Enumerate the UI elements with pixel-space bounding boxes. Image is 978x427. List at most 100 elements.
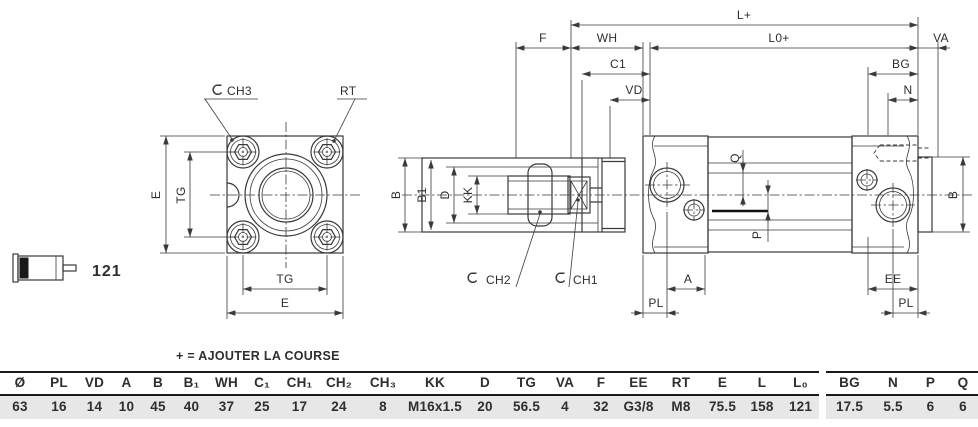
col-header: F bbox=[596, 375, 606, 390]
cell-value: 5.5 bbox=[883, 399, 903, 414]
col-header: B bbox=[153, 375, 163, 390]
cell-value: 20 bbox=[477, 399, 493, 414]
cell-value: 40 bbox=[183, 399, 200, 414]
dim-label-l0-plus: L0+ bbox=[768, 31, 789, 45]
dim-label-f: F bbox=[539, 31, 547, 45]
cell-value: 63 bbox=[12, 399, 28, 414]
cell-value: 17.5 bbox=[835, 399, 864, 414]
stroke-note: + = AJOUTER LA COURSE bbox=[176, 349, 340, 363]
cell-value: 56.5 bbox=[512, 399, 541, 414]
dim-label-pl-left: PL bbox=[648, 296, 663, 310]
dim-label-b-left: B bbox=[389, 191, 403, 199]
dim-label-kk: KK bbox=[461, 187, 475, 204]
cell-value: 6 bbox=[959, 399, 967, 414]
dim-label-l-plus: L+ bbox=[737, 8, 751, 22]
dim-label-q: Q bbox=[728, 153, 742, 163]
dim-label-n: N bbox=[904, 83, 913, 97]
cell-value: M8 bbox=[671, 399, 691, 414]
dim-label-ch2: CH2 bbox=[486, 273, 511, 287]
cell-value: 14 bbox=[86, 399, 103, 414]
col-header: A bbox=[121, 375, 132, 390]
col-header: B₁ bbox=[183, 375, 200, 390]
technical-drawing: 121 E TG TG E CH3 bbox=[12, 8, 974, 319]
col-header: D bbox=[480, 375, 490, 390]
cell-value: 45 bbox=[150, 399, 166, 414]
dim-label-tg-left: TG bbox=[174, 186, 188, 203]
col-header: KK bbox=[425, 375, 445, 390]
side-view: B B1 D KK CH2 CH1 L+ F WH L0+ VA C1 VD B bbox=[389, 8, 974, 318]
dim-label-b-right: B bbox=[946, 191, 960, 199]
cell-value: M16x1.5 bbox=[408, 399, 462, 414]
dim-label-p: P bbox=[750, 231, 764, 239]
col-header: BG bbox=[839, 375, 860, 390]
dimension-table-main: Ø PL VD A B B₁ WH C₁ CH₁ CH₂ CH₃ KK D TG… bbox=[0, 371, 819, 419]
dim-label-vd: VD bbox=[625, 83, 642, 97]
col-header: CH₂ bbox=[325, 375, 353, 390]
col-header: C₁ bbox=[254, 375, 270, 390]
dimension-table: Ø PL VD A B B₁ WH C₁ CH₁ CH₂ CH₃ KK D TG… bbox=[0, 371, 978, 419]
dim-label-ee: EE bbox=[885, 272, 902, 286]
dim-label-e-bottom: E bbox=[281, 296, 289, 310]
dimension-table-extra: BG N P Q 17.5 5.5 6 6 bbox=[826, 371, 978, 419]
cell-value: 8 bbox=[379, 399, 387, 414]
front-view: E TG TG E CH3 RT bbox=[149, 84, 367, 319]
cell-value: 10 bbox=[118, 399, 135, 414]
table-value-row: 63 16 14 10 45 40 37 25 17 24 8 M16x1.5 … bbox=[0, 396, 819, 419]
rear-plate bbox=[917, 156, 933, 233]
rear-head bbox=[851, 135, 933, 254]
cell-value: 6 bbox=[926, 399, 935, 414]
col-header: L₀ bbox=[793, 375, 808, 390]
col-header: VD bbox=[84, 375, 105, 390]
cell-value: 37 bbox=[218, 399, 235, 414]
col-header: EE bbox=[629, 375, 648, 390]
col-header: N bbox=[888, 375, 898, 390]
col-header: L bbox=[757, 375, 767, 390]
dim-label-ch1: CH1 bbox=[573, 273, 598, 287]
col-header: VA bbox=[555, 375, 575, 390]
dim-label-e-left: E bbox=[149, 191, 163, 199]
rod-square bbox=[567, 176, 591, 214]
col-header: Q bbox=[957, 375, 969, 390]
dim-label-c1: C1 bbox=[610, 57, 626, 71]
cell-value: 16 bbox=[51, 399, 67, 414]
wrench-icon bbox=[212, 84, 223, 96]
dim-label-b1: B1 bbox=[415, 187, 429, 202]
dim-label-rt: RT bbox=[340, 84, 357, 98]
dim-label-tg-bottom: TG bbox=[276, 272, 293, 286]
table-value-row: 17.5 5.5 6 6 bbox=[826, 396, 978, 419]
rt-thread-hidden bbox=[873, 144, 930, 162]
col-header: P bbox=[925, 375, 936, 390]
cell-value: 24 bbox=[331, 399, 347, 414]
cell-value: G3/8 bbox=[623, 399, 654, 414]
col-header: RT bbox=[671, 375, 691, 390]
col-header: TG bbox=[516, 375, 537, 390]
dim-label-d: D bbox=[438, 190, 452, 199]
dim-label-a: A bbox=[684, 272, 692, 286]
wrench-icon bbox=[467, 272, 478, 284]
cell-value: 32 bbox=[593, 399, 609, 414]
cell-value: 121 bbox=[788, 399, 813, 414]
dim-label-pl-right: PL bbox=[898, 296, 913, 310]
cell-value: 75.5 bbox=[708, 399, 737, 414]
dim-label-va: VA bbox=[933, 31, 949, 45]
product-pictogram: 121 bbox=[12, 253, 122, 283]
cell-value: 25 bbox=[254, 399, 270, 414]
col-header: CH₃ bbox=[369, 375, 397, 390]
product-code: 121 bbox=[92, 263, 122, 280]
cell-value: 17 bbox=[291, 399, 308, 414]
dim-label-ch3: CH3 bbox=[227, 84, 252, 98]
cell-value: 158 bbox=[750, 399, 774, 414]
front-head bbox=[642, 135, 709, 254]
dim-label-bg: BG bbox=[892, 57, 910, 71]
col-header: E bbox=[717, 375, 728, 390]
wrench-icon bbox=[555, 272, 566, 284]
col-header: WH bbox=[215, 375, 238, 390]
flange-outline bbox=[226, 135, 344, 254]
table-header-row: Ø PL VD A B B₁ WH C₁ CH₁ CH₂ CH₃ KK D TG… bbox=[0, 373, 819, 396]
col-header: CH₁ bbox=[286, 375, 313, 390]
col-header: PL bbox=[50, 375, 68, 390]
table-header-row: BG N P Q bbox=[826, 373, 978, 396]
rod-nut bbox=[527, 163, 553, 227]
rod-end-section bbox=[421, 157, 626, 233]
